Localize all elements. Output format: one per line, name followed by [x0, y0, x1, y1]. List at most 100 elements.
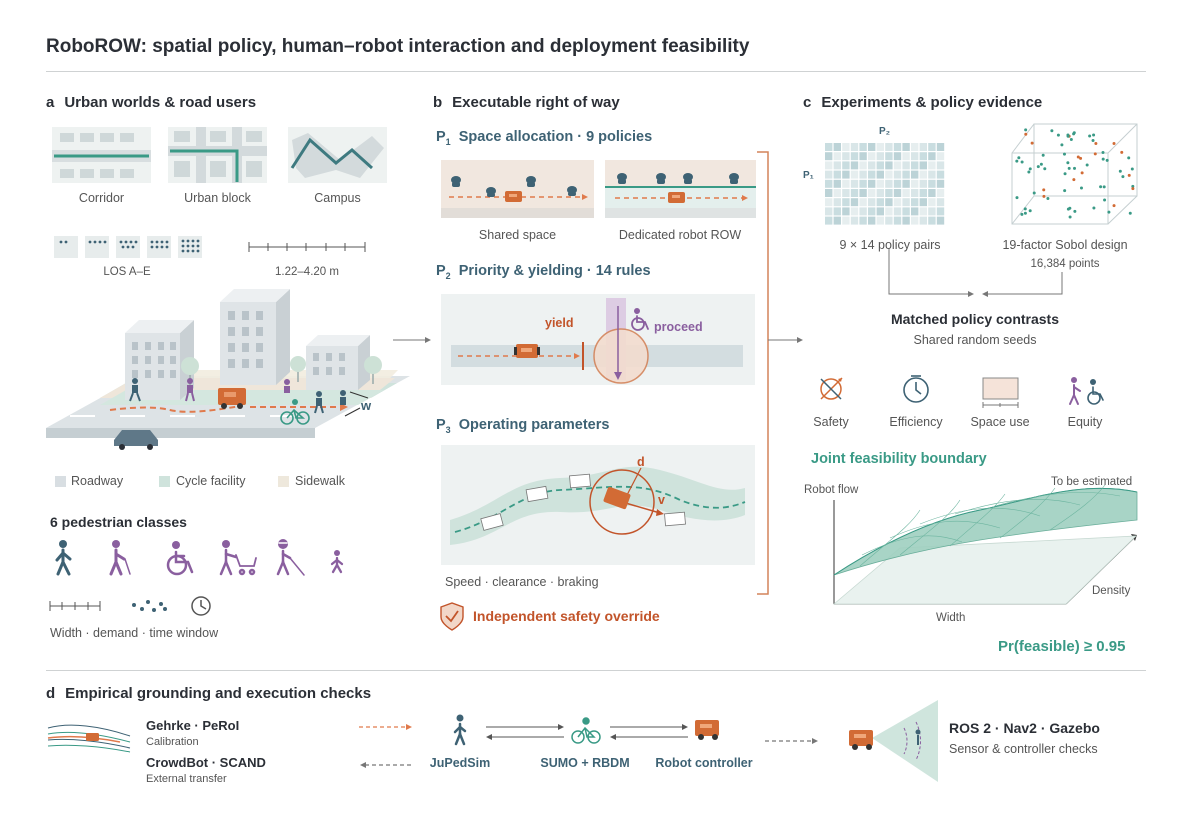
sobol-point [1027, 170, 1031, 174]
policy-cell [885, 207, 893, 216]
width-factor-icon [49, 601, 101, 611]
policy-cell [850, 189, 859, 197]
policy-cell [833, 179, 841, 188]
pedestrian-icon [453, 714, 467, 746]
sobol-point [1127, 173, 1131, 177]
sobol-point [1093, 152, 1097, 156]
sobol-point [1073, 209, 1077, 213]
policy-cell [876, 143, 884, 151]
policy-cell [850, 170, 859, 179]
policy-cell [825, 161, 833, 170]
sobol-point [1063, 172, 1067, 176]
sobol-point [1120, 150, 1124, 154]
to-be-estimated-label: To be estimated [1051, 476, 1133, 488]
policy-cell [928, 198, 936, 207]
street-scene [46, 289, 410, 450]
sobol-points [1015, 128, 1135, 219]
policy-cell [911, 152, 919, 161]
policy-cell [868, 170, 876, 179]
policy-cell [868, 198, 876, 207]
metric-safety: Safety [813, 415, 849, 429]
p3-title: P3 Operating parameters [436, 417, 610, 435]
policy-cell [868, 152, 876, 161]
page-title: RoboROW: spatial policy, human–robot int… [46, 36, 750, 57]
matched-contrasts-sub: Shared random seeds [913, 333, 1037, 347]
sobol-point [1107, 210, 1111, 214]
sobol-point [1042, 194, 1046, 198]
policy-cell [928, 189, 936, 197]
boundary-title: Joint feasibility boundary [811, 451, 987, 467]
policy-cell [919, 207, 927, 216]
campus-thumbnail [288, 127, 387, 183]
external-transfer-label: External transfer [146, 773, 227, 785]
policy-cell [893, 207, 902, 216]
robot-flow-axis: Robot flow [804, 484, 859, 496]
policy-cell [911, 143, 919, 151]
clearance-d-label: d [637, 455, 645, 469]
policy-cell [902, 216, 910, 225]
sobol-point [1079, 186, 1083, 190]
cane-user-icon [109, 540, 131, 576]
safety-override-label: Independent safety override [473, 608, 660, 624]
metric-efficiency: Efficiency [889, 415, 943, 429]
policy-cell [842, 198, 850, 207]
policy-cell [893, 216, 902, 225]
probability-feasible: Pr(feasible) ≥ 0.95 [998, 638, 1126, 655]
policy-cell [868, 216, 876, 225]
policy-cell [842, 143, 850, 151]
sobol-point [1020, 160, 1024, 164]
policy-cell [928, 152, 936, 161]
trajectory-icon [47, 724, 131, 753]
policy-cell [893, 161, 902, 170]
policy-cell [859, 189, 867, 197]
sobol-point [1092, 133, 1096, 137]
policy-cell [919, 189, 927, 197]
p3-caption: Speed · clearance · braking [445, 575, 599, 589]
sobol-cube [1011, 123, 1138, 225]
world-campus: Campus [314, 191, 361, 205]
sobol-point [1103, 198, 1107, 202]
policy-cell [825, 216, 833, 225]
policy-cell [868, 161, 876, 170]
policy-cell [902, 152, 910, 161]
policy-cell [876, 152, 884, 161]
policy-cell [859, 179, 867, 188]
policy-cell [885, 179, 893, 188]
roadway-swatch [55, 476, 66, 487]
policy-cell [859, 198, 867, 207]
efficiency-clock-icon [903, 375, 929, 403]
p1-axis-label: P₁ [803, 170, 814, 181]
sobol-point [1088, 134, 1092, 138]
proceed-label: proceed [654, 320, 703, 334]
policy-cell [902, 170, 910, 179]
legend-roadway: Roadway [71, 474, 124, 488]
walking-person-icon [55, 540, 72, 576]
sensor-robot-icon [849, 700, 938, 782]
bottom-divider [46, 670, 1146, 671]
policy-cell [928, 179, 936, 188]
sobol-point [1063, 189, 1067, 193]
policy-cell [902, 179, 910, 188]
sobol-point [1130, 167, 1134, 171]
sobol-point [1032, 191, 1036, 195]
sobol-point [1046, 197, 1050, 201]
feasibility-surface [832, 484, 1138, 605]
sobol-point [1066, 161, 1070, 165]
sobol-point [1094, 142, 1098, 146]
p2-title: P2 Priority & yielding · 14 rules [436, 263, 651, 281]
sobol-design-label: 19-factor Sobol design [1002, 238, 1128, 252]
sobol-point [1112, 142, 1116, 146]
policy-cell [885, 143, 893, 151]
sobol-point [1028, 167, 1032, 171]
width-range-label: 1.22–4.20 m [275, 266, 339, 278]
policy-cell [842, 179, 850, 188]
policy-cell [893, 143, 902, 151]
policy-cell [868, 179, 876, 188]
sobol-point [1015, 159, 1019, 163]
p2-axis-label: P₂ [879, 126, 891, 137]
sobol-point [1069, 138, 1073, 142]
sobol-point [1101, 157, 1105, 161]
